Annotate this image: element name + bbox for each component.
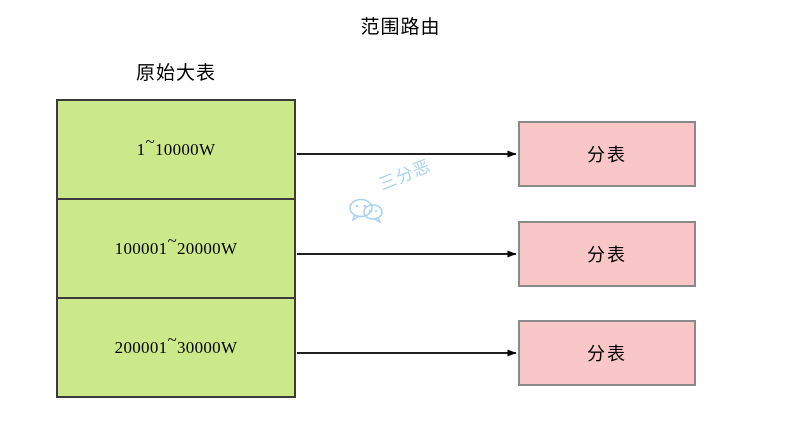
source-row-range: 100001~20000W	[114, 231, 238, 258]
shard-table-3: 分表	[518, 320, 696, 386]
source-row-range: 200001~30000W	[114, 330, 238, 357]
range-end: 30000W	[176, 337, 238, 357]
source-table: 1~10000W 100001~20000W 200001~30000W	[56, 99, 296, 398]
shard-table-label: 分表	[587, 145, 627, 165]
shard-table-label: 分表	[587, 245, 627, 265]
watermark-text: 三分恶	[376, 156, 435, 195]
page-title: 范围路由	[360, 17, 441, 38]
source-table-row: 1~10000W	[58, 101, 294, 200]
range-start: 1	[136, 139, 146, 159]
source-table-label: 原始大表	[135, 63, 216, 84]
shard-table-2: 分表	[518, 221, 696, 287]
shard-table-1: 分表	[518, 121, 696, 187]
shard-table-label: 分表	[587, 344, 627, 364]
range-start: 200001	[114, 337, 168, 357]
range-end: 20000W	[176, 238, 238, 258]
source-row-range: 1~10000W	[136, 132, 216, 159]
range-start: 100001	[114, 238, 168, 258]
wechat-icon	[349, 198, 383, 224]
range-end: 10000W	[154, 139, 216, 159]
source-table-row: 100001~20000W	[58, 200, 294, 299]
watermark: 三分恶	[348, 156, 488, 226]
source-table-row: 200001~30000W	[58, 299, 294, 396]
